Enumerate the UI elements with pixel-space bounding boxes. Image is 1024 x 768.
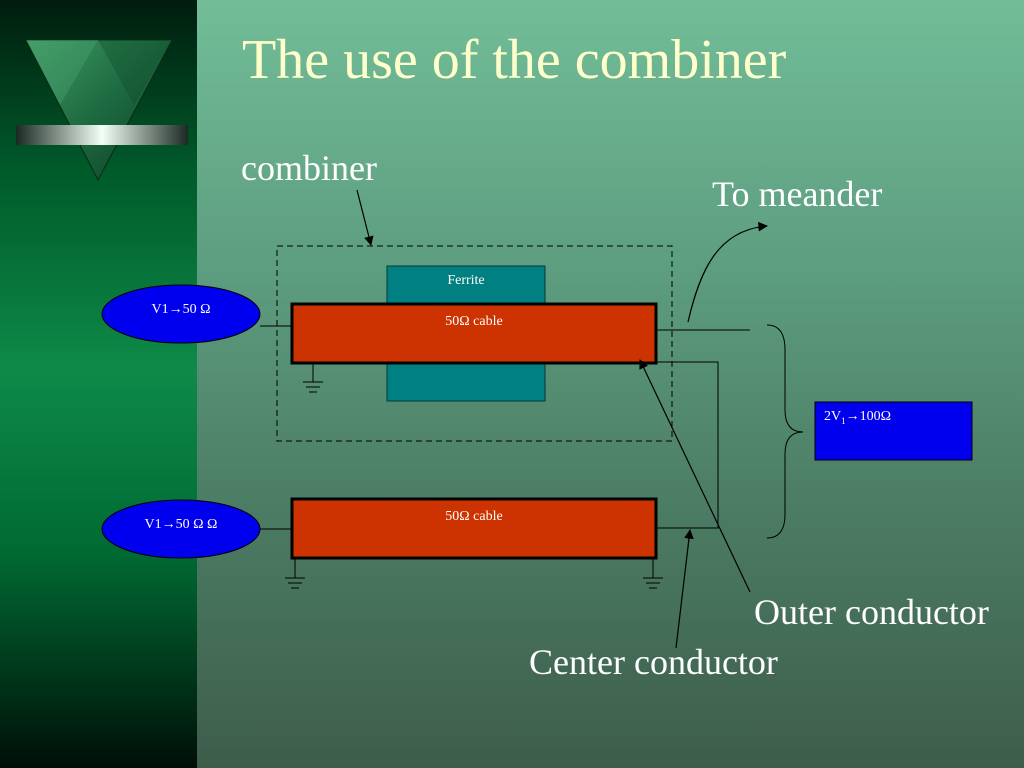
- ground-icon: [643, 558, 663, 589]
- cable-top-label: 50Ω cable: [445, 314, 503, 329]
- output-suffix: →100Ω: [845, 409, 892, 424]
- ferrite-top: [386, 265, 546, 305]
- output-label: 2V1→100Ω: [824, 409, 891, 426]
- triangle-logo-icon: [16, 39, 188, 182]
- cable-bottom: [290, 497, 658, 560]
- page-title: The use of the combiner: [242, 29, 787, 91]
- to-meander-label: To meander: [712, 174, 883, 214]
- output-box: [814, 401, 973, 461]
- ground-icon: [303, 363, 323, 393]
- meander-arrow: [687, 221, 768, 323]
- center-conductor-label: Center conductor: [529, 642, 778, 682]
- source-2-label: V1→50 Ω Ω: [144, 517, 218, 532]
- source-1-label: V1→50 Ω: [151, 302, 211, 317]
- combiner-arrow: [356, 189, 374, 246]
- source-1: [101, 284, 261, 344]
- cable-bottom-label: 50Ω cable: [445, 509, 503, 524]
- outer-conductor-label: Outer conductor: [754, 592, 989, 632]
- output-subscript: 1: [841, 415, 846, 426]
- curly-brace: [766, 324, 804, 539]
- combiner-box: [276, 245, 673, 442]
- outer-conductor-arrow: [639, 359, 751, 593]
- output-prefix: 2V: [824, 409, 842, 424]
- ferrite-bottom: [386, 362, 546, 402]
- center-conductor-arrow: [675, 529, 694, 649]
- combiner-label: combiner: [241, 148, 377, 188]
- ground-icon: [285, 558, 305, 589]
- cable-top: [290, 302, 658, 365]
- ferrite-label: Ferrite: [447, 273, 485, 288]
